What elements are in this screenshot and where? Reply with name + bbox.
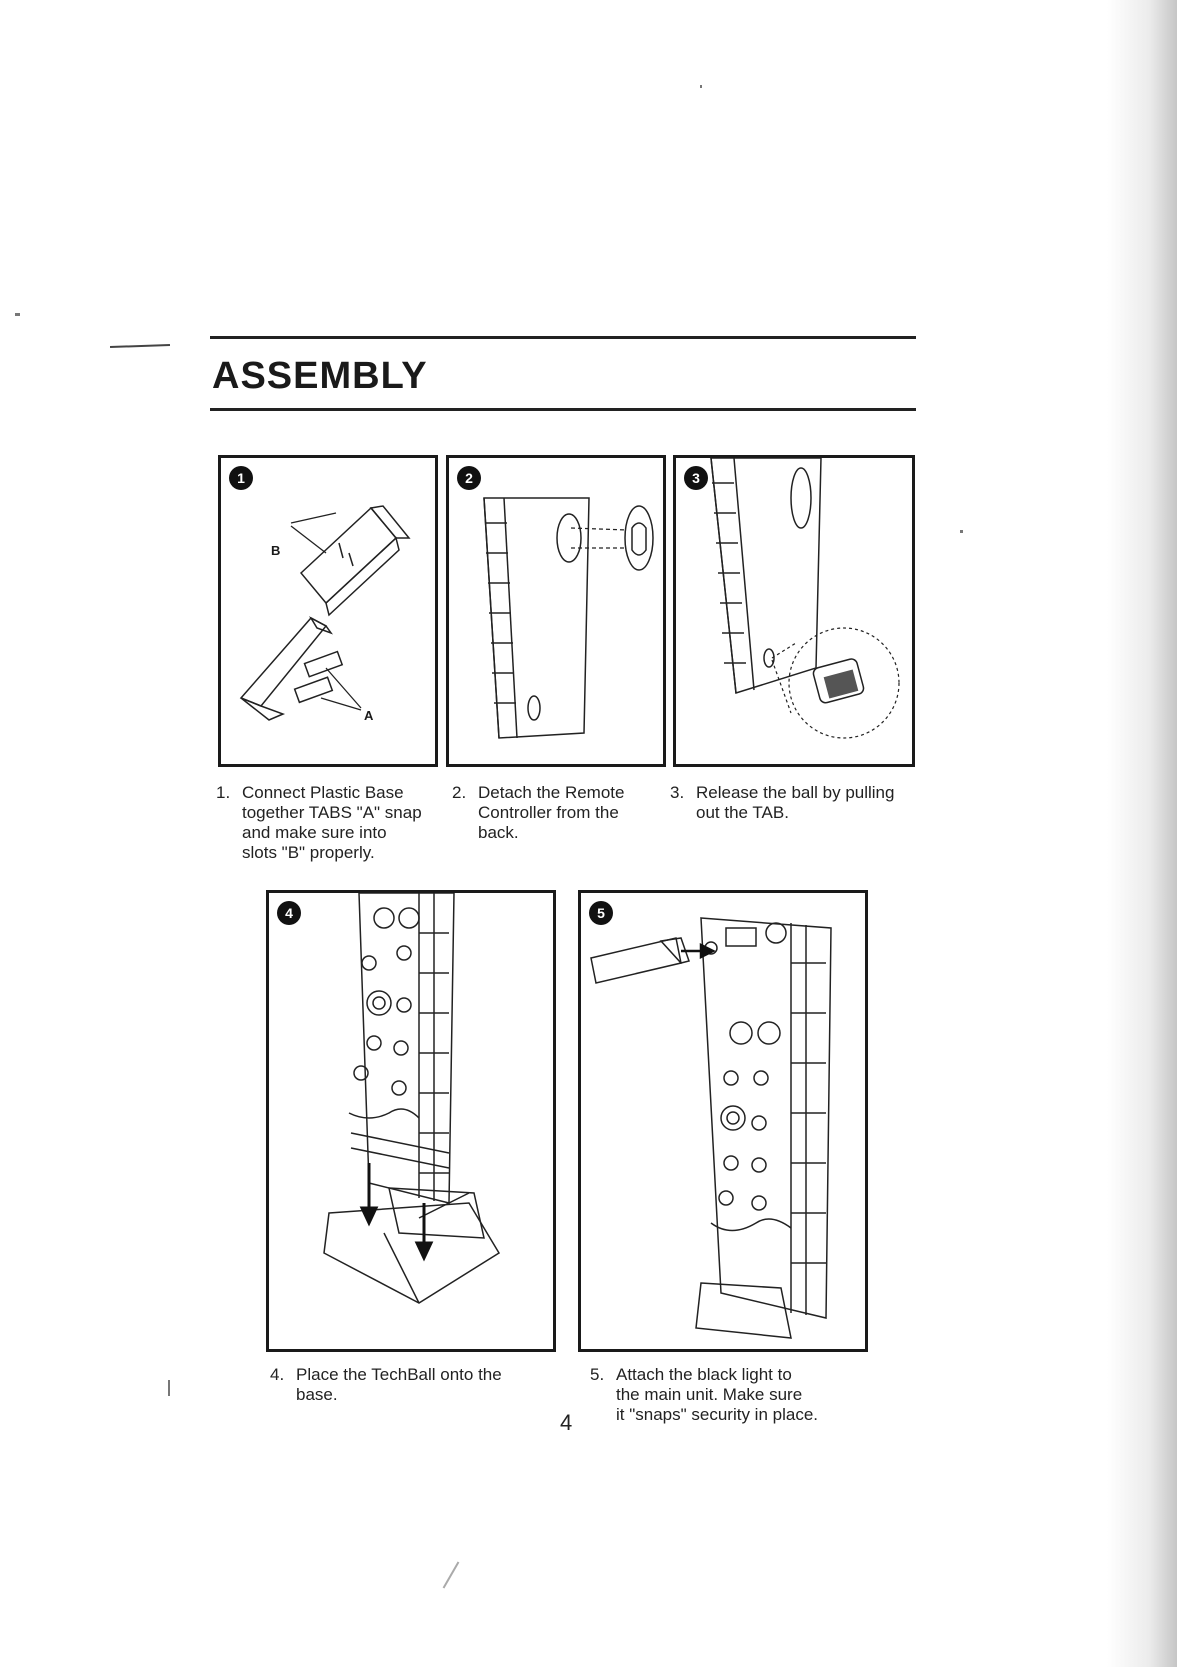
step-5-number: 5. — [590, 1365, 605, 1384]
step-1-badge: 1 — [229, 466, 253, 490]
step-4-badge: 4 — [277, 901, 301, 925]
step-3-caption: 3. Release the ball by pulling out the T… — [670, 783, 920, 823]
step-2-badge: 2 — [457, 466, 481, 490]
step-3-number: 3. — [670, 783, 685, 802]
step-1-text: Connect Plastic Base together TABS "A" s… — [242, 783, 422, 862]
step-5-text: Attach the black light to the main unit.… — [616, 1365, 818, 1424]
page-edge-shadow — [1107, 0, 1177, 1667]
scan-speck — [168, 1380, 170, 1396]
page-title: ASSEMBLY — [212, 355, 428, 397]
tab-release-illustration-icon — [710, 458, 900, 739]
base-assembly-illustration-icon — [239, 505, 411, 721]
scan-speck — [960, 530, 963, 533]
step-5-panel: 5 — [578, 890, 868, 1352]
page-number: 4 — [560, 1410, 573, 1435]
step-4-number: 4. — [270, 1365, 285, 1384]
unit-on-base-illustration-icon — [323, 893, 501, 1304]
scan-speck — [15, 313, 20, 316]
step-3-panel: 3 — [673, 455, 915, 767]
step-1-number: 1. — [216, 783, 231, 802]
step-4-caption: 4. Place the TechBall onto the base. — [270, 1365, 560, 1405]
label-b: B — [271, 543, 281, 558]
remote-detach-illustration-icon — [483, 497, 654, 739]
scan-speck — [442, 1561, 460, 1589]
page-mark — [109, 343, 171, 349]
step-1-panel: 1 B A — [218, 455, 438, 767]
title-rule — [210, 408, 916, 411]
step-5-caption: 5. Attach the black light to the main un… — [590, 1365, 880, 1425]
scan-speck — [700, 85, 702, 88]
label-a: A — [364, 708, 374, 723]
blacklight-attach-illustration-icon — [590, 917, 832, 1339]
step-2-panel: 2 — [446, 455, 666, 767]
step-2-text: Detach the Remote Controller from the ba… — [478, 783, 625, 842]
step-1-caption: 1. Connect Plastic Base together TABS "A… — [216, 783, 446, 863]
step-4-panel: 4 — [266, 890, 556, 1352]
step-5-badge: 5 — [589, 901, 613, 925]
header-rule — [210, 336, 916, 339]
step-3-badge: 3 — [684, 466, 708, 490]
step-2-caption: 2. Detach the Remote Controller from the… — [452, 783, 667, 843]
step-2-number: 2. — [452, 783, 467, 802]
step-4-text: Place the TechBall onto the base. — [296, 1365, 502, 1404]
step-3-text: Release the ball by pulling out the TAB. — [696, 783, 895, 822]
